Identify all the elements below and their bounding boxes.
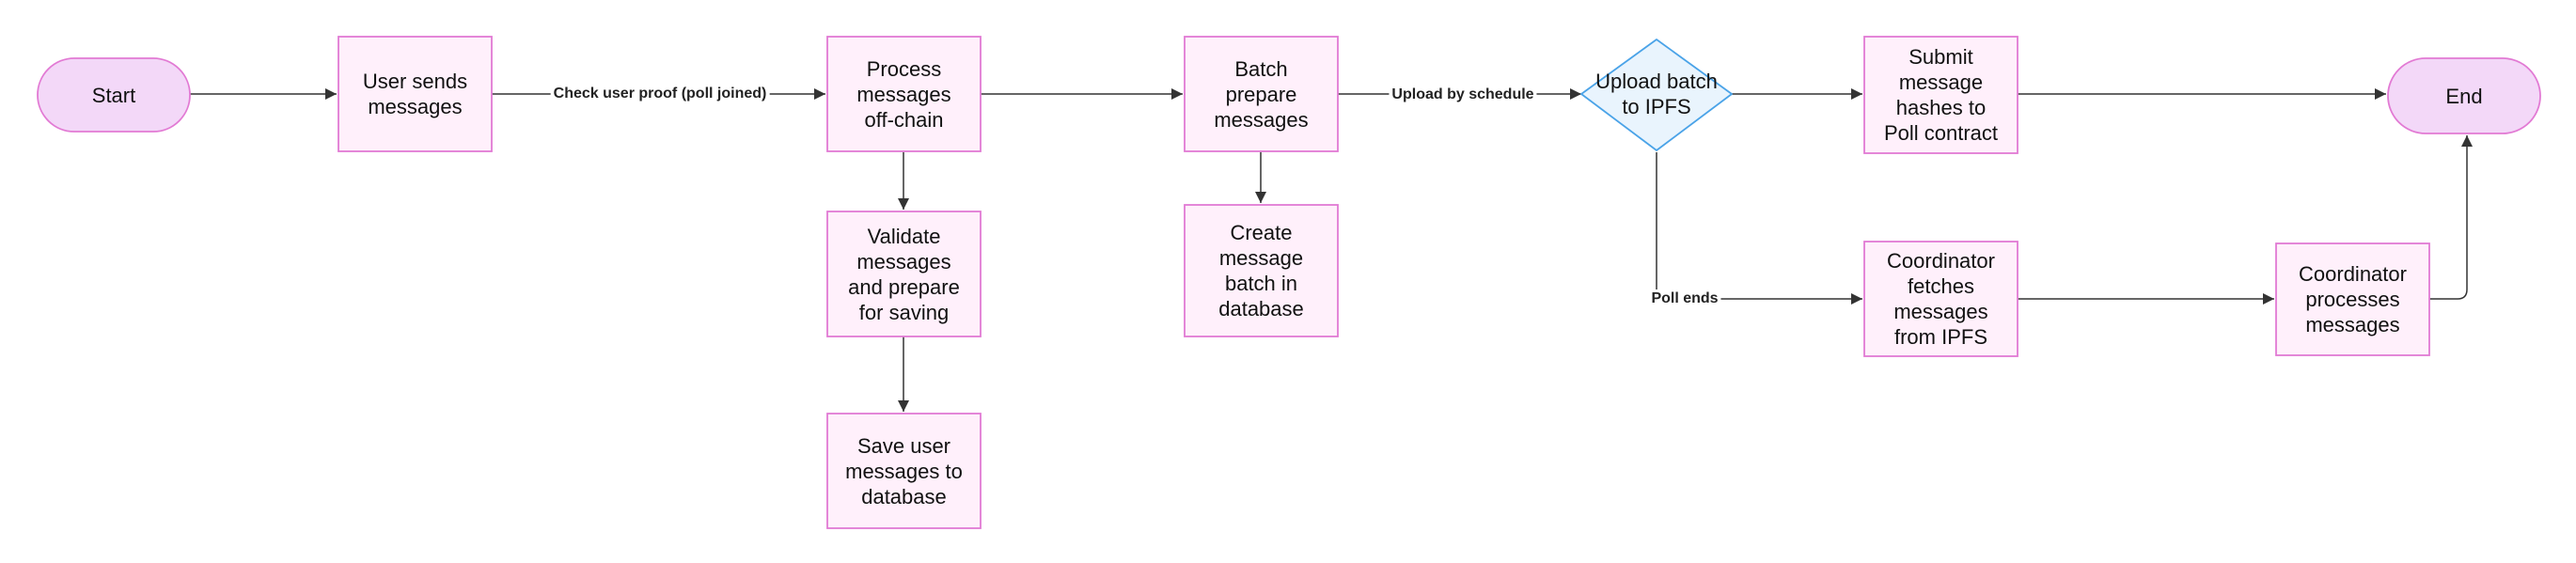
process-offchain-label: Process messages off-chain (856, 56, 951, 132)
edge-upload-to-fetch (1656, 152, 1862, 305)
save-db-box (826, 413, 982, 529)
end-terminal (2387, 57, 2541, 134)
start-terminal (37, 57, 191, 133)
edge-coord-process-to-end (2429, 135, 2473, 300)
user-sends-label: User sends messages (362, 70, 468, 118)
user-sends-box (338, 36, 493, 152)
submit-hashes-label: Submit message hashes to Poll contract (1883, 45, 1999, 145)
upload-ipfs-decision (1580, 39, 1733, 151)
coord-process-label: Coordinator processes messages (2299, 262, 2407, 336)
create-batch-box (1184, 204, 1339, 337)
start-label: Start (91, 83, 136, 107)
save-db-label: Save user messages to database (845, 433, 963, 508)
coord-process-box (2275, 242, 2430, 356)
batch-prepare-label: Batch prepare messages (1214, 56, 1309, 132)
coord-fetch-label: Coordinator fetches messages from IPFS (1887, 249, 1995, 349)
edge-label-poll-ends: Poll ends (1648, 289, 1721, 308)
submit-hashes-box (1863, 36, 2018, 154)
create-batch-label: Create message batch in database (1218, 221, 1304, 321)
edge-label-upload-schedule: Upload by schedule (1389, 86, 1537, 104)
validate-label: Validate messages and prepare for saving (848, 224, 960, 324)
upload-ipfs-label: Upload batch to IPFS (1595, 70, 1718, 118)
batch-prepare-box (1184, 36, 1339, 152)
edge-label-check-proof: Check user proof (poll joined) (550, 85, 770, 103)
end-label: End (2445, 84, 2483, 108)
coord-fetch-box (1863, 241, 2018, 357)
process-offchain-box (826, 36, 982, 152)
validate-box (826, 211, 982, 337)
